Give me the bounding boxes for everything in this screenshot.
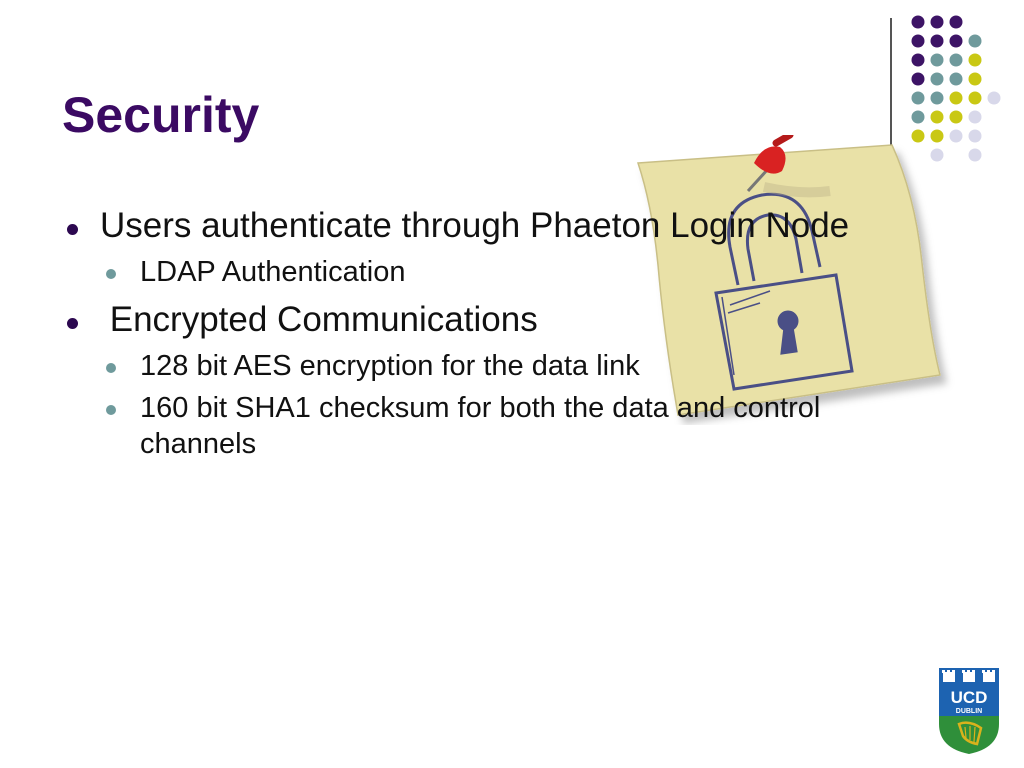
bullet-marker-icon [106, 363, 116, 373]
bullet-marker-icon [106, 405, 116, 415]
harp-icon [957, 721, 983, 746]
decorative-dot [968, 53, 982, 67]
decorative-dot [949, 72, 963, 86]
bullet-item: Users authenticate through Phaeton Login… [62, 204, 902, 248]
bullet-text: Users authenticate through Phaeton Login… [100, 206, 850, 245]
decorative-dot [949, 91, 963, 105]
bullet-item: Encrypted Communications [62, 298, 902, 342]
decorative-dot [968, 148, 982, 162]
ucd-crest-icon: UCD DUBLIN [939, 668, 999, 754]
decorative-dot [949, 15, 963, 29]
decorative-dot [987, 91, 1001, 105]
decorative-dot [911, 34, 925, 48]
slide-title: Security [62, 87, 260, 143]
sticky-note [636, 144, 941, 416]
decorative-dot [911, 72, 925, 86]
decorative-dot [911, 15, 925, 29]
decorative-dot [949, 34, 963, 48]
decorative-dot [911, 129, 925, 143]
bullet-text: 128 bit AES encryption for the data link [140, 350, 640, 382]
decorative-dot [930, 72, 944, 86]
decorative-dot [911, 91, 925, 105]
sub-bullet-item: LDAP Authentication [62, 254, 902, 290]
bullet-marker-icon [106, 269, 116, 279]
decorative-dot [949, 53, 963, 67]
decorative-dot [968, 34, 982, 48]
sub-bullet-item: 128 bit AES encryption for the data link [62, 348, 902, 384]
bullet-text: 160 bit SHA1 checksum for both the data … [140, 392, 829, 460]
decorative-dot-grid [911, 15, 1001, 162]
logo-ucd-text: UCD [951, 688, 988, 707]
decorative-vertical-line [890, 18, 892, 186]
decorative-dot [930, 110, 944, 124]
decorative-dot [930, 34, 944, 48]
decorative-dot [968, 110, 982, 124]
bullet-marker-icon [67, 318, 78, 329]
padlock-icon [714, 192, 854, 391]
decorative-dot [949, 110, 963, 124]
decorative-dot [930, 15, 944, 29]
decorative-dot [911, 53, 925, 67]
bullet-list: Users authenticate through Phaeton Login… [62, 200, 902, 466]
sticky-note-padlock-icon [636, 135, 941, 416]
decorative-dot [968, 91, 982, 105]
decorative-dot [930, 53, 944, 67]
note-paper [636, 144, 941, 416]
decorative-dot [949, 129, 963, 143]
decorative-dot [968, 72, 982, 86]
decorative-dot [911, 110, 925, 124]
decorative-dot [968, 129, 982, 143]
push-pin-icon [746, 135, 831, 198]
decorative-dot [930, 129, 944, 143]
logo-dublin-text: DUBLIN [956, 708, 982, 715]
bullet-text: Encrypted Communications [100, 300, 538, 339]
bullet-text: LDAP Authentication [140, 256, 406, 288]
decorative-dot [930, 91, 944, 105]
bullet-marker-icon [67, 224, 78, 235]
decorative-dot [930, 148, 944, 162]
sub-bullet-item: 160 bit SHA1 checksum for both the data … [62, 390, 902, 462]
